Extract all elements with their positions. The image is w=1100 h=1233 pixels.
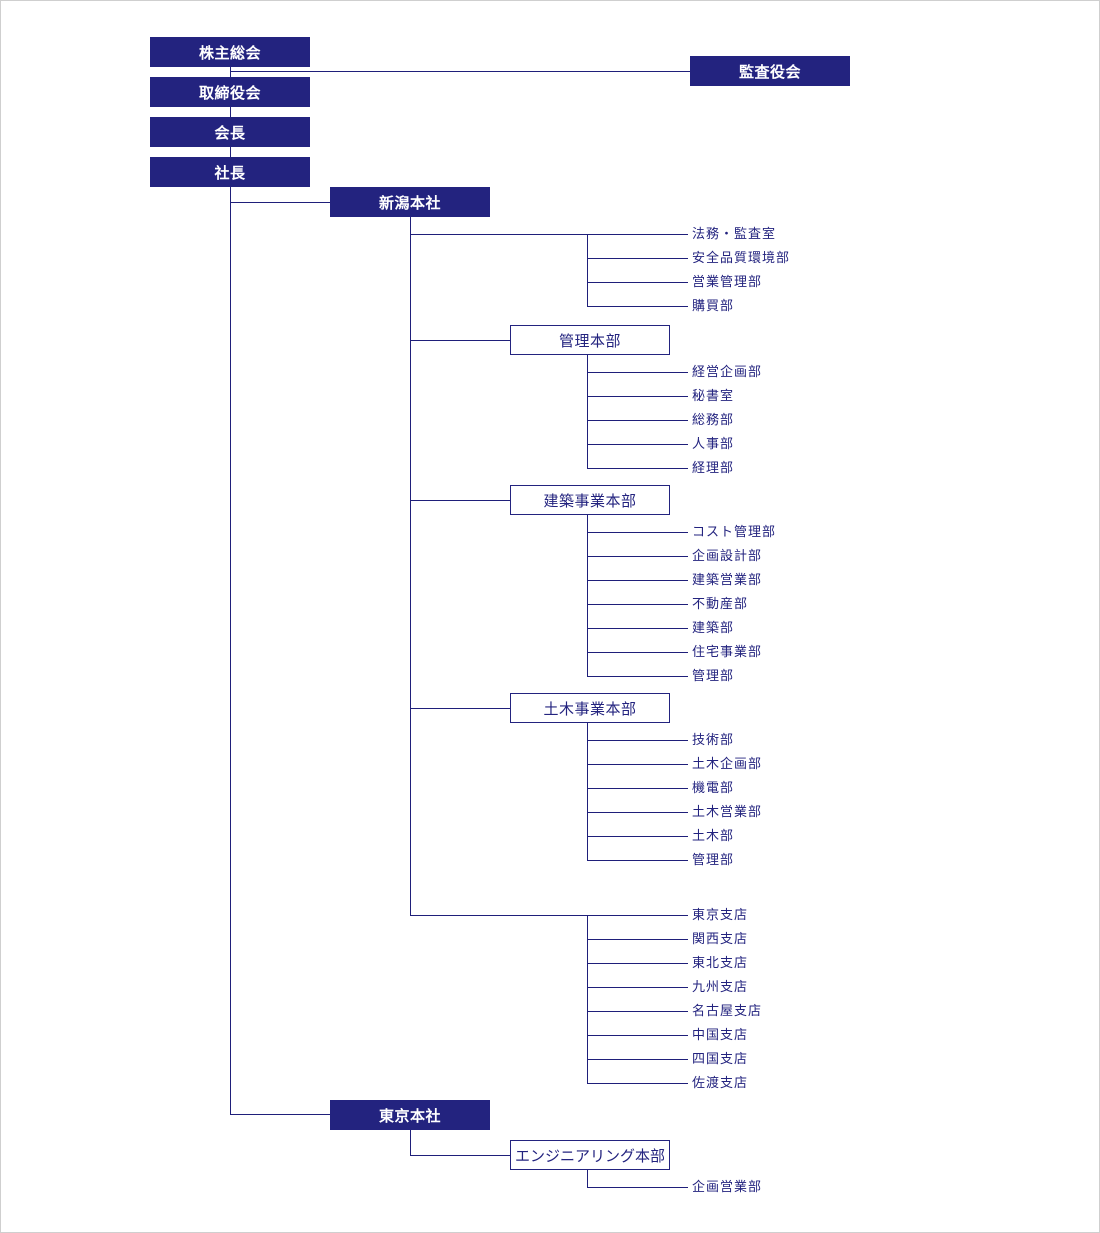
branch-office-label: 佐渡支店	[692, 1076, 749, 1091]
admin-dept-label: 人事部	[692, 437, 735, 452]
niigata-head-office-box: 新潟本社	[330, 187, 490, 217]
tokyo-head-office-box: 東京本社	[330, 1100, 490, 1130]
branch-office-label: 東北支店	[692, 956, 749, 971]
construction-dept-label: 企画設計部	[692, 549, 763, 564]
construction-division-box: 建築事業本部	[510, 485, 670, 515]
branch-office-label: 九州支店	[692, 980, 749, 995]
civil-dept-label: 機電部	[692, 781, 735, 796]
audit-board-box: 監査役会	[690, 56, 850, 86]
admin-dept-label: 経営企画部	[692, 365, 763, 380]
branch-office-label: 中国支店	[692, 1028, 749, 1043]
construction-dept-label: コスト管理部	[692, 525, 777, 540]
admin-division-box: 管理本部	[510, 325, 670, 355]
construction-dept-label: 建築部	[692, 621, 735, 636]
admin-dept-label: 経理部	[692, 461, 735, 476]
construction-dept-label: 建築営業部	[692, 573, 763, 588]
chairman-box: 会長	[150, 117, 310, 147]
civil-dept-label: 土木営業部	[692, 805, 763, 820]
shareholders-meeting-box: 株主総会	[150, 37, 310, 67]
branch-office-label: 四国支店	[692, 1052, 749, 1067]
civil-division-box: 土木事業本部	[510, 693, 670, 723]
president-box: 社長	[150, 157, 310, 187]
construction-dept-label: 住宅事業部	[692, 645, 763, 660]
branch-office-label: 関西支店	[692, 932, 749, 947]
civil-dept-label: 管理部	[692, 853, 735, 868]
engineering-dept-label: 企画営業部	[692, 1180, 763, 1195]
civil-dept-label: 土木企画部	[692, 757, 763, 772]
board-of-directors-box: 取締役会	[150, 77, 310, 107]
construction-dept-label: 管理部	[692, 669, 735, 684]
construction-dept-label: 不動産部	[692, 597, 749, 612]
direct-dept-label: 安全品質環境部	[692, 251, 791, 266]
engineering-division-box: エンジニアリング本部	[510, 1140, 670, 1170]
direct-dept-label: 法務・監査室	[692, 227, 777, 242]
civil-dept-label: 技術部	[692, 733, 735, 748]
admin-dept-label: 秘書室	[692, 389, 735, 404]
branch-office-label: 東京支店	[692, 908, 749, 923]
branch-office-label: 名古屋支店	[692, 1004, 763, 1019]
direct-dept-label: 営業管理部	[692, 275, 763, 290]
civil-dept-label: 土木部	[692, 829, 735, 844]
direct-dept-label: 購買部	[692, 299, 735, 314]
admin-dept-label: 総務部	[692, 413, 735, 428]
